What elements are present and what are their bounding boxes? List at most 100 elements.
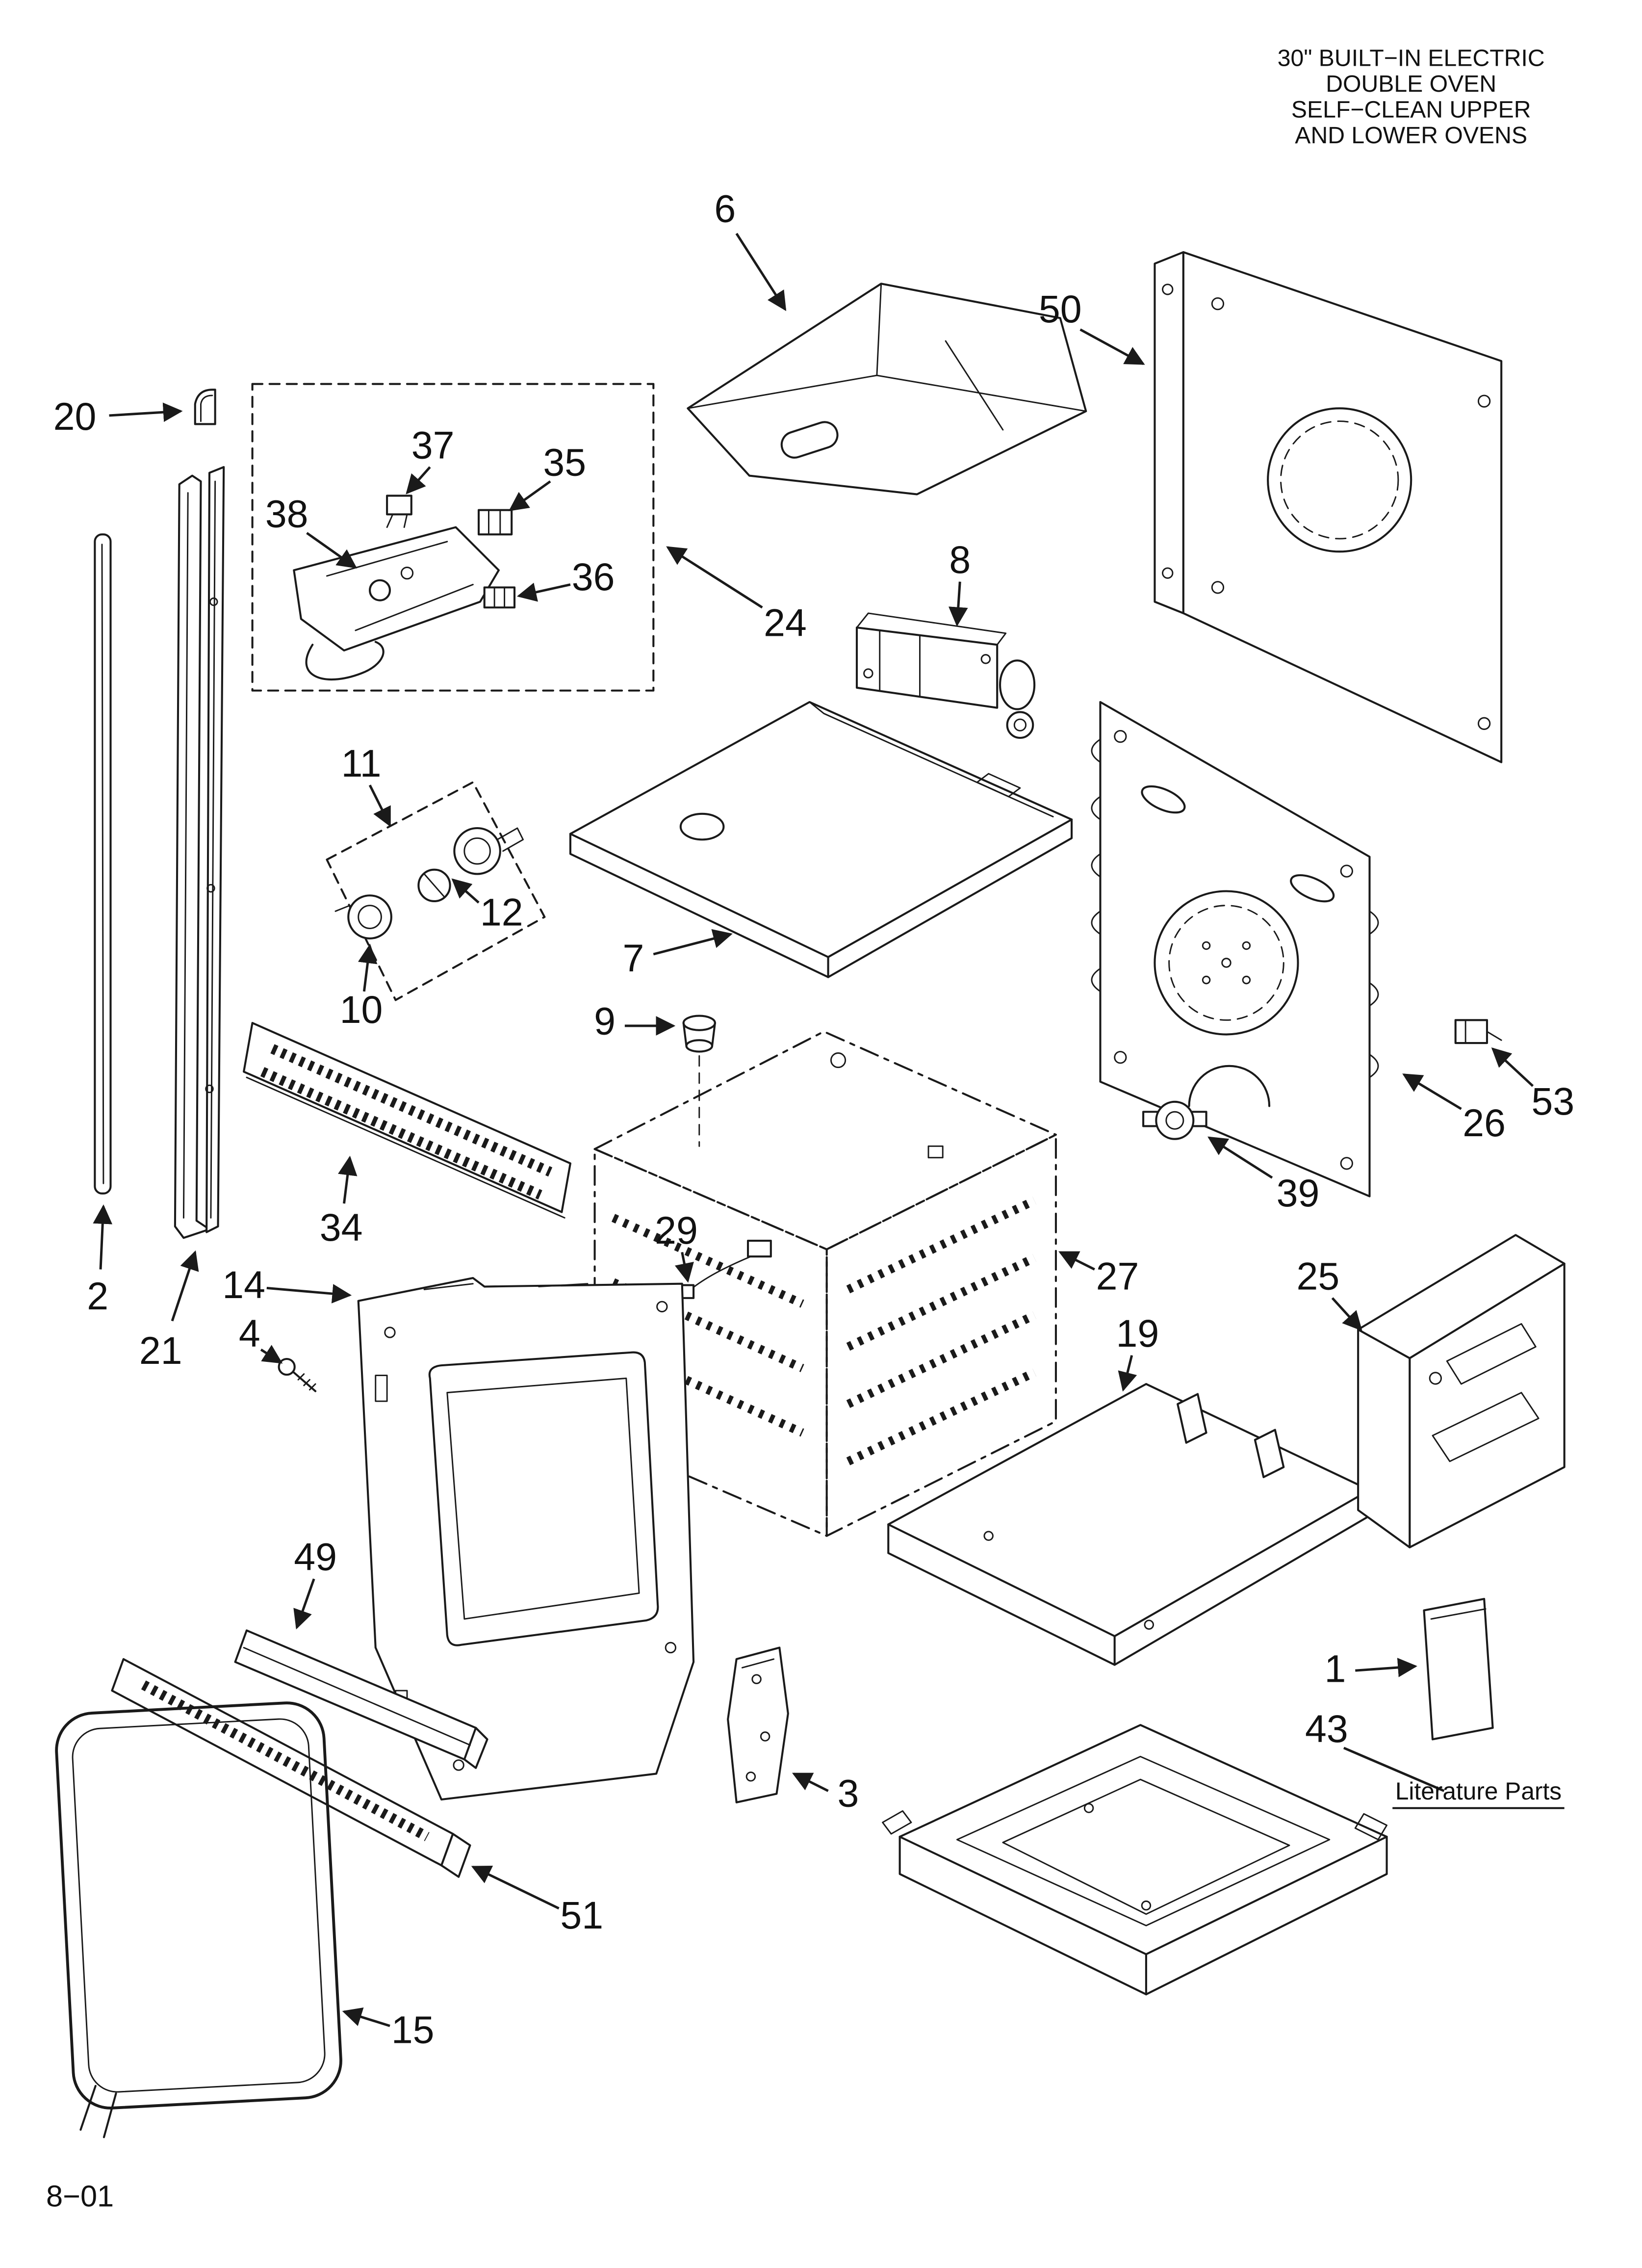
literature-parts-label[interactable]: Literature Parts xyxy=(1395,1777,1562,1805)
callout-8: 8 xyxy=(949,538,971,627)
part-4-screw xyxy=(278,1357,317,1392)
callout-39: 39 xyxy=(1207,1136,1320,1215)
callout-11: 11 xyxy=(341,742,391,827)
callout-10: 10 xyxy=(340,943,383,1031)
callout-label-25: 25 xyxy=(1297,1254,1340,1298)
part-21-side-trim-assembly xyxy=(174,466,225,1239)
callout-label-37: 37 xyxy=(411,424,455,467)
callout-label-43: 43 xyxy=(1305,1707,1348,1750)
part-51-lower-trim xyxy=(111,1658,471,1878)
part-35-switch xyxy=(477,509,513,536)
callout-label-3: 3 xyxy=(838,1772,859,1815)
part-6-top-panel xyxy=(687,283,1087,495)
part-37-switch xyxy=(386,495,412,528)
part-38-latch-arm xyxy=(305,641,385,680)
callout-27: 27 xyxy=(1058,1251,1139,1298)
callout-label-14: 14 xyxy=(222,1263,265,1306)
callout-label-24: 24 xyxy=(764,601,807,645)
callout-36: 36 xyxy=(516,555,615,602)
callout-label-4: 4 xyxy=(239,1312,260,1355)
part-7-mid-shelf-panel xyxy=(569,701,1073,978)
callout-label-39: 39 xyxy=(1277,1172,1320,1215)
callout-label-2: 2 xyxy=(87,1275,108,1318)
part-39-thermal-fuse xyxy=(1142,1100,1207,1140)
callout-9: 9 xyxy=(594,1000,676,1043)
callout-6: 6 xyxy=(714,187,787,312)
callout-label-10: 10 xyxy=(340,988,383,1031)
part-9-grommet xyxy=(682,1015,716,1147)
callout-label-20: 20 xyxy=(53,395,97,438)
part-36-switch xyxy=(483,586,516,609)
title-line-3: SELF−CLEAN UPPER xyxy=(1291,96,1531,123)
callout-label-38: 38 xyxy=(265,493,308,536)
callout-20: 20 xyxy=(53,395,183,438)
callout-4: 4 xyxy=(239,1312,283,1364)
callout-1: 1 xyxy=(1324,1647,1417,1691)
callout-25: 25 xyxy=(1297,1254,1362,1331)
part-25-side-panel xyxy=(1357,1234,1565,1549)
part-20-end-cap xyxy=(194,389,216,425)
callout-35: 35 xyxy=(509,441,586,511)
part-53-bracket xyxy=(1454,1019,1502,1044)
callout-label-15: 15 xyxy=(391,2008,435,2051)
part-11-light-bulb xyxy=(417,868,451,902)
callout-50: 50 xyxy=(1039,287,1145,365)
callout-label-7: 7 xyxy=(622,937,644,980)
callout-53: 53 xyxy=(1491,1047,1574,1123)
callout-label-11: 11 xyxy=(341,742,382,785)
callout-12: 12 xyxy=(451,878,523,934)
footer-page-code: 8−01 xyxy=(46,2179,114,2213)
callout-21: 21 xyxy=(139,1250,199,1372)
part-15-door-gasket xyxy=(55,1701,342,2138)
callouts: 20 2 21 6 50 37 35 38 xyxy=(53,187,1575,2052)
callout-label-53: 53 xyxy=(1531,1080,1574,1123)
callout-19: 19 xyxy=(1116,1312,1159,1392)
part-34-vent-grille xyxy=(243,1022,571,1219)
part-12-lamp-housing xyxy=(453,827,524,875)
part-10-lamp-socket xyxy=(334,894,392,939)
part-50-rear-upper-panel xyxy=(1154,251,1503,763)
callout-label-34: 34 xyxy=(320,1206,363,1249)
part-49-trim-strip xyxy=(234,1629,488,1769)
callout-label-27: 27 xyxy=(1096,1254,1139,1298)
callout-15: 15 xyxy=(342,2007,435,2051)
callout-7: 7 xyxy=(622,929,733,980)
title-line-1: 30" BUILT−IN ELECTRIC xyxy=(1278,45,1545,71)
callout-14: 14 xyxy=(222,1263,352,1306)
callout-label-1: 1 xyxy=(1324,1647,1346,1691)
callout-24: 24 xyxy=(666,546,807,645)
literature-parts-link[interactable]: Literature Parts xyxy=(1392,1777,1565,1809)
callout-label-9: 9 xyxy=(594,1000,616,1043)
callout-label-19: 19 xyxy=(1116,1312,1159,1355)
callout-49: 49 xyxy=(293,1536,337,1630)
callout-34: 34 xyxy=(320,1155,363,1249)
callout-label-50: 50 xyxy=(1039,287,1082,331)
title-line-2: DOUBLE OVEN xyxy=(1326,71,1496,97)
part-27-oven-cavity xyxy=(593,1030,1057,1537)
callout-51: 51 xyxy=(471,1865,603,1937)
part-1-literature-card xyxy=(1423,1598,1494,1741)
callout-label-35: 35 xyxy=(543,441,586,484)
callout-26: 26 xyxy=(1402,1073,1506,1145)
part-2-side-trim xyxy=(94,533,112,1195)
callout-label-29: 29 xyxy=(655,1209,698,1252)
callout-37: 37 xyxy=(406,424,455,495)
callout-label-12: 12 xyxy=(480,891,523,934)
callout-3: 3 xyxy=(792,1772,859,1815)
callout-label-51: 51 xyxy=(560,1894,603,1937)
callout-label-8: 8 xyxy=(949,538,971,581)
part-14-front-frame xyxy=(278,1277,695,1801)
part-8-latch-motor xyxy=(855,612,1036,739)
title-line-4: AND LOWER OVENS xyxy=(1295,122,1527,149)
callout-29: 29 xyxy=(655,1209,698,1283)
callout-43: 43 xyxy=(1305,1707,1445,1792)
part-26-rear-lower-panel xyxy=(1091,701,1379,1198)
part-19-lower-shelf xyxy=(887,1383,1371,1666)
callout-label-26: 26 xyxy=(1462,1101,1506,1145)
doc-title: 30" BUILT−IN ELECTRIC DOUBLE OVEN SELF−C… xyxy=(1278,45,1545,149)
callout-label-36: 36 xyxy=(572,555,615,599)
callout-label-49: 49 xyxy=(294,1536,337,1579)
bottom-tray-panel xyxy=(882,1724,1388,1996)
